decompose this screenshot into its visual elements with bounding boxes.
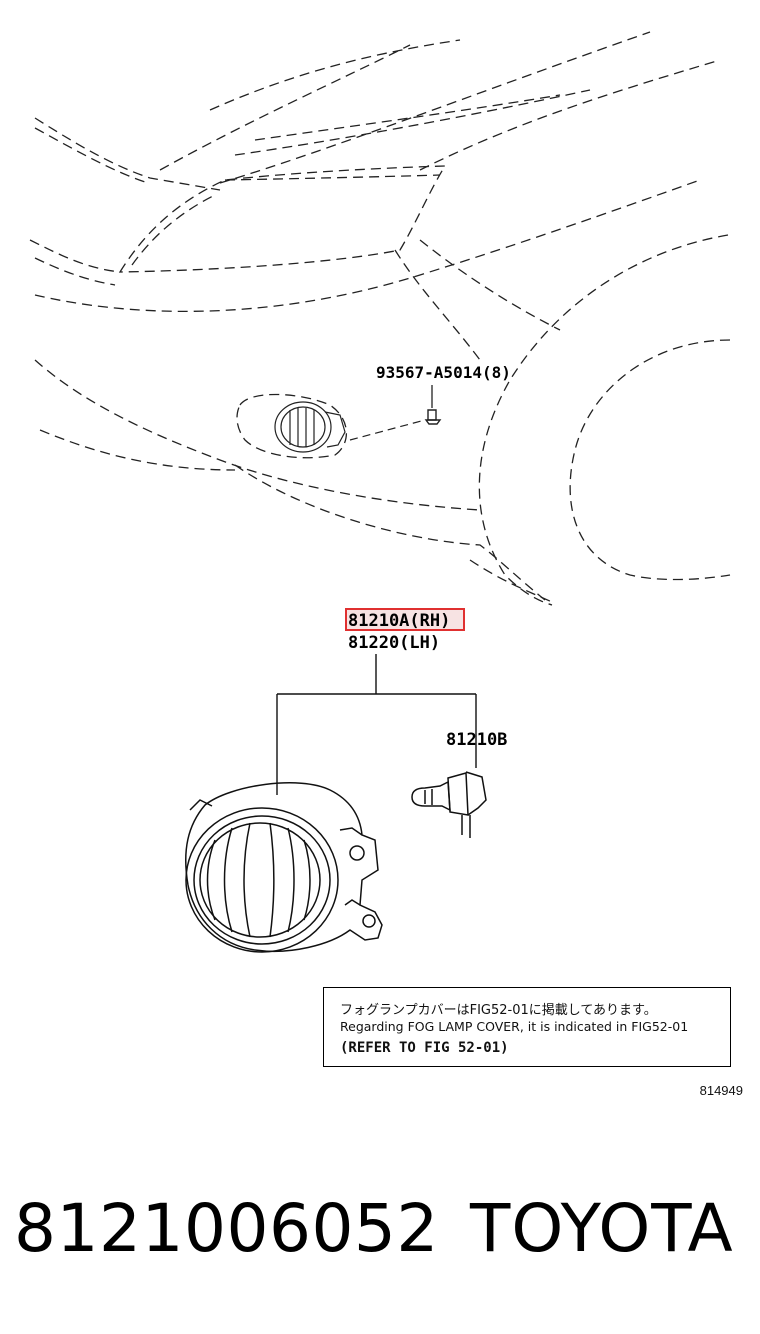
bulb-callout: 81210B	[446, 730, 507, 750]
fog-lamp-lh-callout: 81220(LH)	[348, 633, 440, 653]
brand-name: TOYOTA	[470, 1190, 734, 1267]
screw-part	[424, 409, 442, 425]
figure-number: 814949	[699, 1083, 743, 1098]
fog-lamp-installed	[274, 401, 346, 453]
note-japanese: フォグランプカバーはFIG52-01に掲載してあります。	[340, 1003, 657, 1018]
note-box: フォグランプカバーはFIG52-01に掲載してあります。 Regarding F…	[323, 987, 731, 1067]
bulb-part	[411, 771, 487, 838]
part-number: 8121006052	[14, 1190, 439, 1267]
fog-lamp-assembly	[185, 782, 383, 953]
note-english: Regarding FOG LAMP COVER, it is indicate…	[340, 1019, 689, 1034]
car-body-outline	[29, 31, 731, 606]
assembly-leader	[276, 654, 477, 795]
note-refer: (REFER TO FIG 52-01)	[340, 1040, 509, 1056]
highlight-box	[345, 608, 465, 631]
screw-dashed-leader	[349, 419, 426, 441]
fog-lamp-rh-callout: 81210A(RH)	[348, 611, 450, 631]
screw-callout: 93567-A5014(8)	[376, 363, 511, 382]
